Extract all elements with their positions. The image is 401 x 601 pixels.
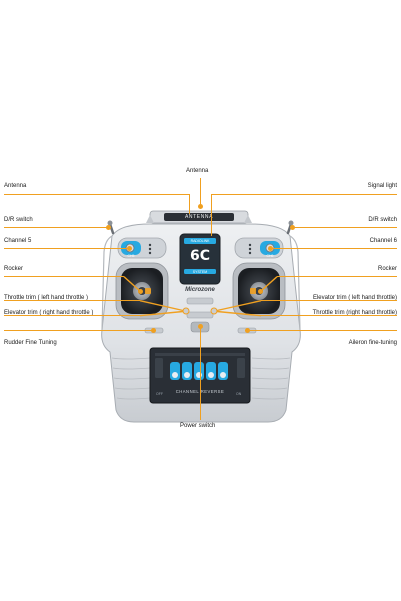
badge-ch6: CH6 xyxy=(266,254,274,258)
center-trims xyxy=(182,297,218,333)
label-signal-light: Signal light xyxy=(367,183,397,189)
leader-channel5 xyxy=(4,248,128,250)
label-power-switch: Power switch xyxy=(180,423,216,429)
brand-logo: Microzone xyxy=(185,287,215,293)
dot-rocker-right xyxy=(258,288,263,294)
leader-dr-right xyxy=(293,227,397,229)
leader-signal-light xyxy=(211,194,397,196)
reverse-switches xyxy=(170,362,228,380)
dot-dr-right xyxy=(290,224,295,230)
panel-off-text: OFF xyxy=(156,392,163,396)
dot-channel5 xyxy=(127,245,132,251)
leader-antenna-top xyxy=(199,178,201,206)
dot-rudder-fine xyxy=(151,328,156,333)
display-screen xyxy=(179,233,221,285)
label-dr-switch-right: D/R switch xyxy=(368,217,397,223)
dot-channel6 xyxy=(268,245,273,251)
label-rudder-fine: Rudder Fine Tuning xyxy=(4,340,57,346)
leader-throttle-trim-left xyxy=(4,300,140,302)
leader-rudder-fine xyxy=(4,330,156,332)
dot-aileron-fine xyxy=(245,328,250,333)
leader-rocker-left-h xyxy=(4,276,124,278)
label-elevator-trim-left-hand: Elevator trim ( left hand throttle) xyxy=(312,295,397,301)
leader-rocker-right-h xyxy=(277,276,397,278)
label-dr-switch-left: D/R switch xyxy=(4,217,33,223)
dot-power-switch xyxy=(197,324,203,329)
leader-antenna-left xyxy=(4,194,190,196)
badge-ch5: CH5 xyxy=(127,254,135,258)
dot-antenna-top xyxy=(197,204,203,209)
leader-antenna-left-down xyxy=(189,194,191,214)
dot-dr-left xyxy=(106,224,111,230)
antenna xyxy=(146,210,252,224)
label-channel5: Channel 5 xyxy=(4,238,32,244)
screen-brand-text: RADIOLINK xyxy=(190,238,210,243)
label-rocker-left: Rocker xyxy=(4,266,24,272)
panel-on-text: ON xyxy=(236,392,242,396)
leader-elevator-trim-left-hand xyxy=(261,300,397,302)
screen-sub-text: SYSTEM xyxy=(192,269,208,274)
leader-power-switch xyxy=(199,326,201,420)
label-antenna-top: Antenna xyxy=(186,168,209,174)
label-antenna-left: Antenna xyxy=(4,183,27,189)
label-channel6: Channel 6 xyxy=(369,238,397,244)
leader-aileron-fine xyxy=(245,330,397,332)
label-rocker-right: Rocker xyxy=(377,266,397,272)
screen-model-text: 6C xyxy=(189,248,210,264)
label-elevator-trim-right-hand: Elevator trim ( right hand throttle ) xyxy=(4,310,94,316)
antenna-plate-text: ANTENNA xyxy=(184,213,214,220)
leader-elevator-trim-right-hand xyxy=(4,315,140,317)
leader-dr-left xyxy=(4,227,108,229)
channel5-module xyxy=(117,237,167,259)
dot-rocker-left xyxy=(138,288,143,294)
label-throttle-trim-right: Throttle trim (right hand throttle) xyxy=(312,310,397,316)
label-aileron-fine: Aileron fine-tuning xyxy=(348,340,397,346)
leader-signal-light-down xyxy=(211,194,213,236)
leader-throttle-trim-right xyxy=(261,315,397,317)
leader-channel6 xyxy=(272,248,397,250)
label-throttle-trim-left: Throttle trim ( left hand throttle ) xyxy=(4,295,89,301)
